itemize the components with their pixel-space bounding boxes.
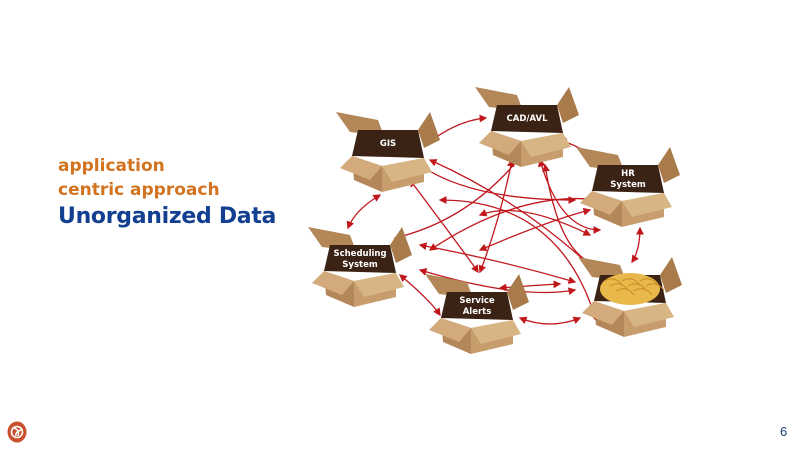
boxes-layer: GISCAD/AVLHRSystemSchedulingSystemServic… <box>308 87 682 354</box>
box-label: System <box>342 260 378 270</box>
bidirectional-arrow <box>346 194 382 230</box>
bidirectional-arrow <box>518 316 582 325</box>
bidirectional-arrow <box>478 207 592 252</box>
page-number: 6 <box>780 424 788 439</box>
noodles-image <box>600 273 660 305</box>
bidirectional-arrow <box>399 274 441 317</box>
subtitle-line-2: centric approach <box>58 180 220 200</box>
box-label: Service <box>459 296 495 306</box>
bidirectional-arrow <box>478 158 515 274</box>
bidirectional-arrow <box>498 280 562 292</box>
box-label: GIS <box>380 139 396 149</box>
box-label: Scheduling <box>333 249 386 259</box>
cardboard-box: CAD/AVL <box>475 87 579 167</box>
bidirectional-arrow <box>631 226 644 264</box>
box-label: CAD/AVL <box>507 114 549 124</box>
box-label: Alerts <box>463 307 492 317</box>
cardboard-box: GIS <box>336 112 440 192</box>
subtitle-line-1: application <box>58 156 165 176</box>
box-label: System <box>610 180 646 190</box>
slide-title: Unorganized Data <box>58 204 277 229</box>
bidirectional-arrow <box>430 114 488 141</box>
cardboard-box <box>578 257 682 337</box>
company-logo-icon <box>7 421 27 443</box>
bidirectional-arrow <box>409 178 479 274</box>
bidirectional-arrow <box>478 209 592 236</box>
box-label: HR <box>621 169 635 179</box>
